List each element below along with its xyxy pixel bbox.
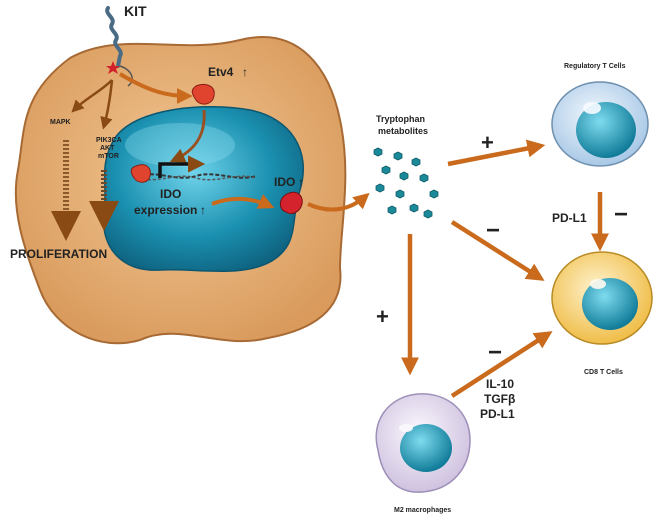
metabolite-dot bbox=[399, 171, 409, 181]
treg-vesicle bbox=[583, 102, 601, 114]
metabolite-dot bbox=[387, 205, 397, 215]
etv4-nuclear-arrow bbox=[169, 109, 206, 163]
etv4-label: Etv4 bbox=[208, 65, 234, 79]
metabolite-dot bbox=[381, 165, 391, 175]
cd8-t-cell-nucleus bbox=[582, 278, 638, 330]
metabolite-dot bbox=[393, 151, 403, 161]
ido-protein-label: IDO bbox=[274, 175, 295, 189]
metabolite-dot bbox=[373, 147, 383, 157]
regulatory-t-cells-label: Regulatory T Cells bbox=[564, 63, 626, 70]
cd8-t-cells-label: CD8 T Cells bbox=[584, 369, 623, 376]
akt-label: AKT bbox=[100, 145, 115, 152]
ido-protein-icon bbox=[279, 191, 303, 215]
cytokine-il10-label: IL-10 bbox=[486, 377, 514, 391]
kit-label: KIT bbox=[124, 3, 147, 19]
ido-export-arrow bbox=[211, 194, 275, 209]
tryptophan-label-line2: metabolites bbox=[378, 126, 428, 136]
mtor-label: mTOR bbox=[98, 153, 119, 160]
pik3ca-branch-arrow bbox=[100, 79, 114, 130]
minus-sign-treg-cd8: − bbox=[614, 201, 628, 228]
metabolite-release-arrow bbox=[307, 192, 370, 212]
metabolite-dot bbox=[429, 189, 439, 199]
pik3ca-label: PIK3CA bbox=[96, 137, 122, 144]
kit-activation-star-icon bbox=[106, 61, 120, 74]
tryptophan-label-line1: Tryptophan bbox=[376, 114, 425, 124]
transcription-start-arrow bbox=[158, 155, 206, 178]
m2-macrophages-label: M2 macrophages bbox=[394, 507, 451, 514]
m2-to-cd8-arrow bbox=[450, 331, 553, 398]
nucleus-highlight bbox=[125, 123, 235, 167]
dna-strand bbox=[137, 173, 257, 179]
metabolite-dot bbox=[411, 157, 421, 167]
minus-sign-cd8: − bbox=[486, 217, 500, 244]
kit-tail-icon bbox=[119, 65, 133, 87]
dna-strand-2 bbox=[137, 175, 257, 181]
plus-sign-treg: + bbox=[481, 130, 494, 155]
m2-macrophage-nucleus bbox=[400, 424, 452, 472]
ido-expression-label-line2: expression bbox=[134, 203, 197, 217]
ido-expression-up-arrow: ↑ bbox=[200, 203, 206, 217]
cytokine-pdl1-label: PD-L1 bbox=[480, 407, 515, 421]
mapk-label: MAPK bbox=[50, 119, 71, 126]
metabolite-to-treg-arrow bbox=[447, 139, 546, 167]
regulatory-t-cell-nucleus bbox=[576, 102, 636, 158]
ido-expression-label-line1: IDO bbox=[160, 187, 181, 201]
etv4-bound-icon bbox=[130, 164, 151, 183]
ido-up-arrow: ↑ bbox=[298, 175, 304, 189]
metabolite-dot bbox=[375, 183, 385, 193]
cd8-vesicle bbox=[590, 279, 606, 289]
metabolite-dot bbox=[395, 189, 405, 199]
etv4-protein-icon bbox=[191, 83, 215, 105]
proliferation-label: PROLIFERATION bbox=[10, 247, 107, 261]
metabolite-dot bbox=[423, 209, 433, 219]
minus-sign-m2-cd8: − bbox=[488, 339, 502, 366]
kit-receptor-icon bbox=[105, 6, 123, 68]
metabolite-dot bbox=[419, 173, 429, 183]
tryptophan-metabolite-dots bbox=[373, 147, 439, 219]
m2-vesicle bbox=[399, 424, 413, 432]
cytokine-tgfb-label: TGFβ bbox=[484, 392, 515, 406]
mapk-branch-arrow bbox=[71, 79, 113, 113]
pd-l1-label: PD-L1 bbox=[552, 211, 587, 225]
metabolite-dot bbox=[409, 203, 419, 213]
etv4-arrow bbox=[118, 72, 193, 104]
etv4-up-arrow: ↑ bbox=[242, 65, 248, 79]
plus-sign-m2: + bbox=[376, 304, 389, 329]
metabolite-to-cd8-arrow bbox=[450, 220, 545, 281]
